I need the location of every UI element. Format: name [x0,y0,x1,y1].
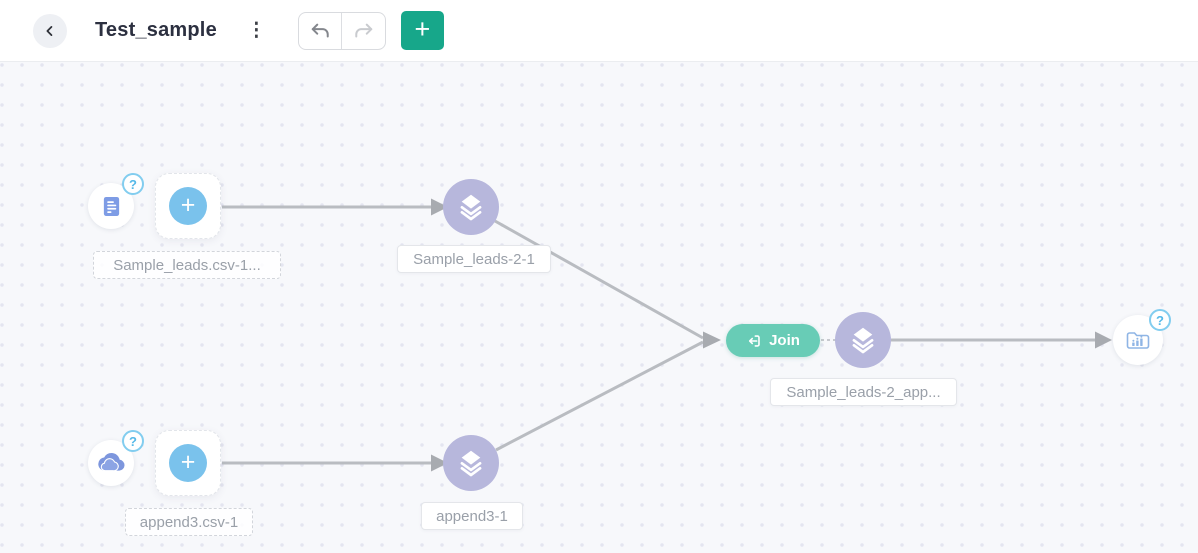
join-node[interactable]: Join [726,324,820,357]
plus-icon: + [169,444,207,482]
transform2-node[interactable] [443,435,499,491]
layers-icon [847,324,879,356]
undo-redo-group [297,11,386,50]
join-label: Join [769,332,800,349]
transform1-label[interactable]: Sample_leads-2-1 [397,245,551,273]
source2-label[interactable]: append3.csv-1 [125,508,253,536]
redo-button[interactable] [342,13,385,49]
arrowhead [703,331,721,349]
layers-icon [455,447,487,479]
arrowhead [431,454,448,472]
transform3-label[interactable]: Sample_leads-2_app... [770,378,957,406]
cloud-icon [97,452,125,474]
transform2-label[interactable]: append3-1 [421,502,523,530]
undo-icon [309,21,331,41]
plus-icon: + [169,187,207,225]
transform1-node[interactable] [443,179,499,235]
kebab-menu-icon[interactable]: ⋮ [246,20,266,41]
help-badge[interactable]: ? [122,173,144,195]
folder-chart-icon [1125,329,1151,351]
page-title: Test_sample [95,19,217,41]
source2-node[interactable]: + [155,430,221,496]
help-badge[interactable]: ? [122,430,144,452]
toolbar: Test_sample ⋮ + [0,0,1198,62]
layers-icon [455,191,487,223]
edge-transform1-join [494,219,704,340]
edge-layer [222,198,1112,472]
undo-button[interactable] [299,12,343,49]
arrowhead [431,198,448,216]
pipeline-canvas[interactable]: ? + Sample_leads.csv-1... Sample_leads-2… [0,62,1198,553]
transform3-node[interactable] [835,312,891,368]
arrowhead [1095,331,1112,349]
source1-node[interactable]: + [155,173,221,239]
source1-label[interactable]: Sample_leads.csv-1... [93,251,281,279]
file-document-icon [101,195,122,218]
redo-icon [353,21,375,41]
join-icon [746,333,762,349]
edge-transform2-join [495,340,704,452]
back-button[interactable] [33,13,67,48]
help-badge[interactable]: ? [1149,309,1171,331]
chevron-left-icon [43,24,57,38]
add-button[interactable]: + [400,11,444,50]
